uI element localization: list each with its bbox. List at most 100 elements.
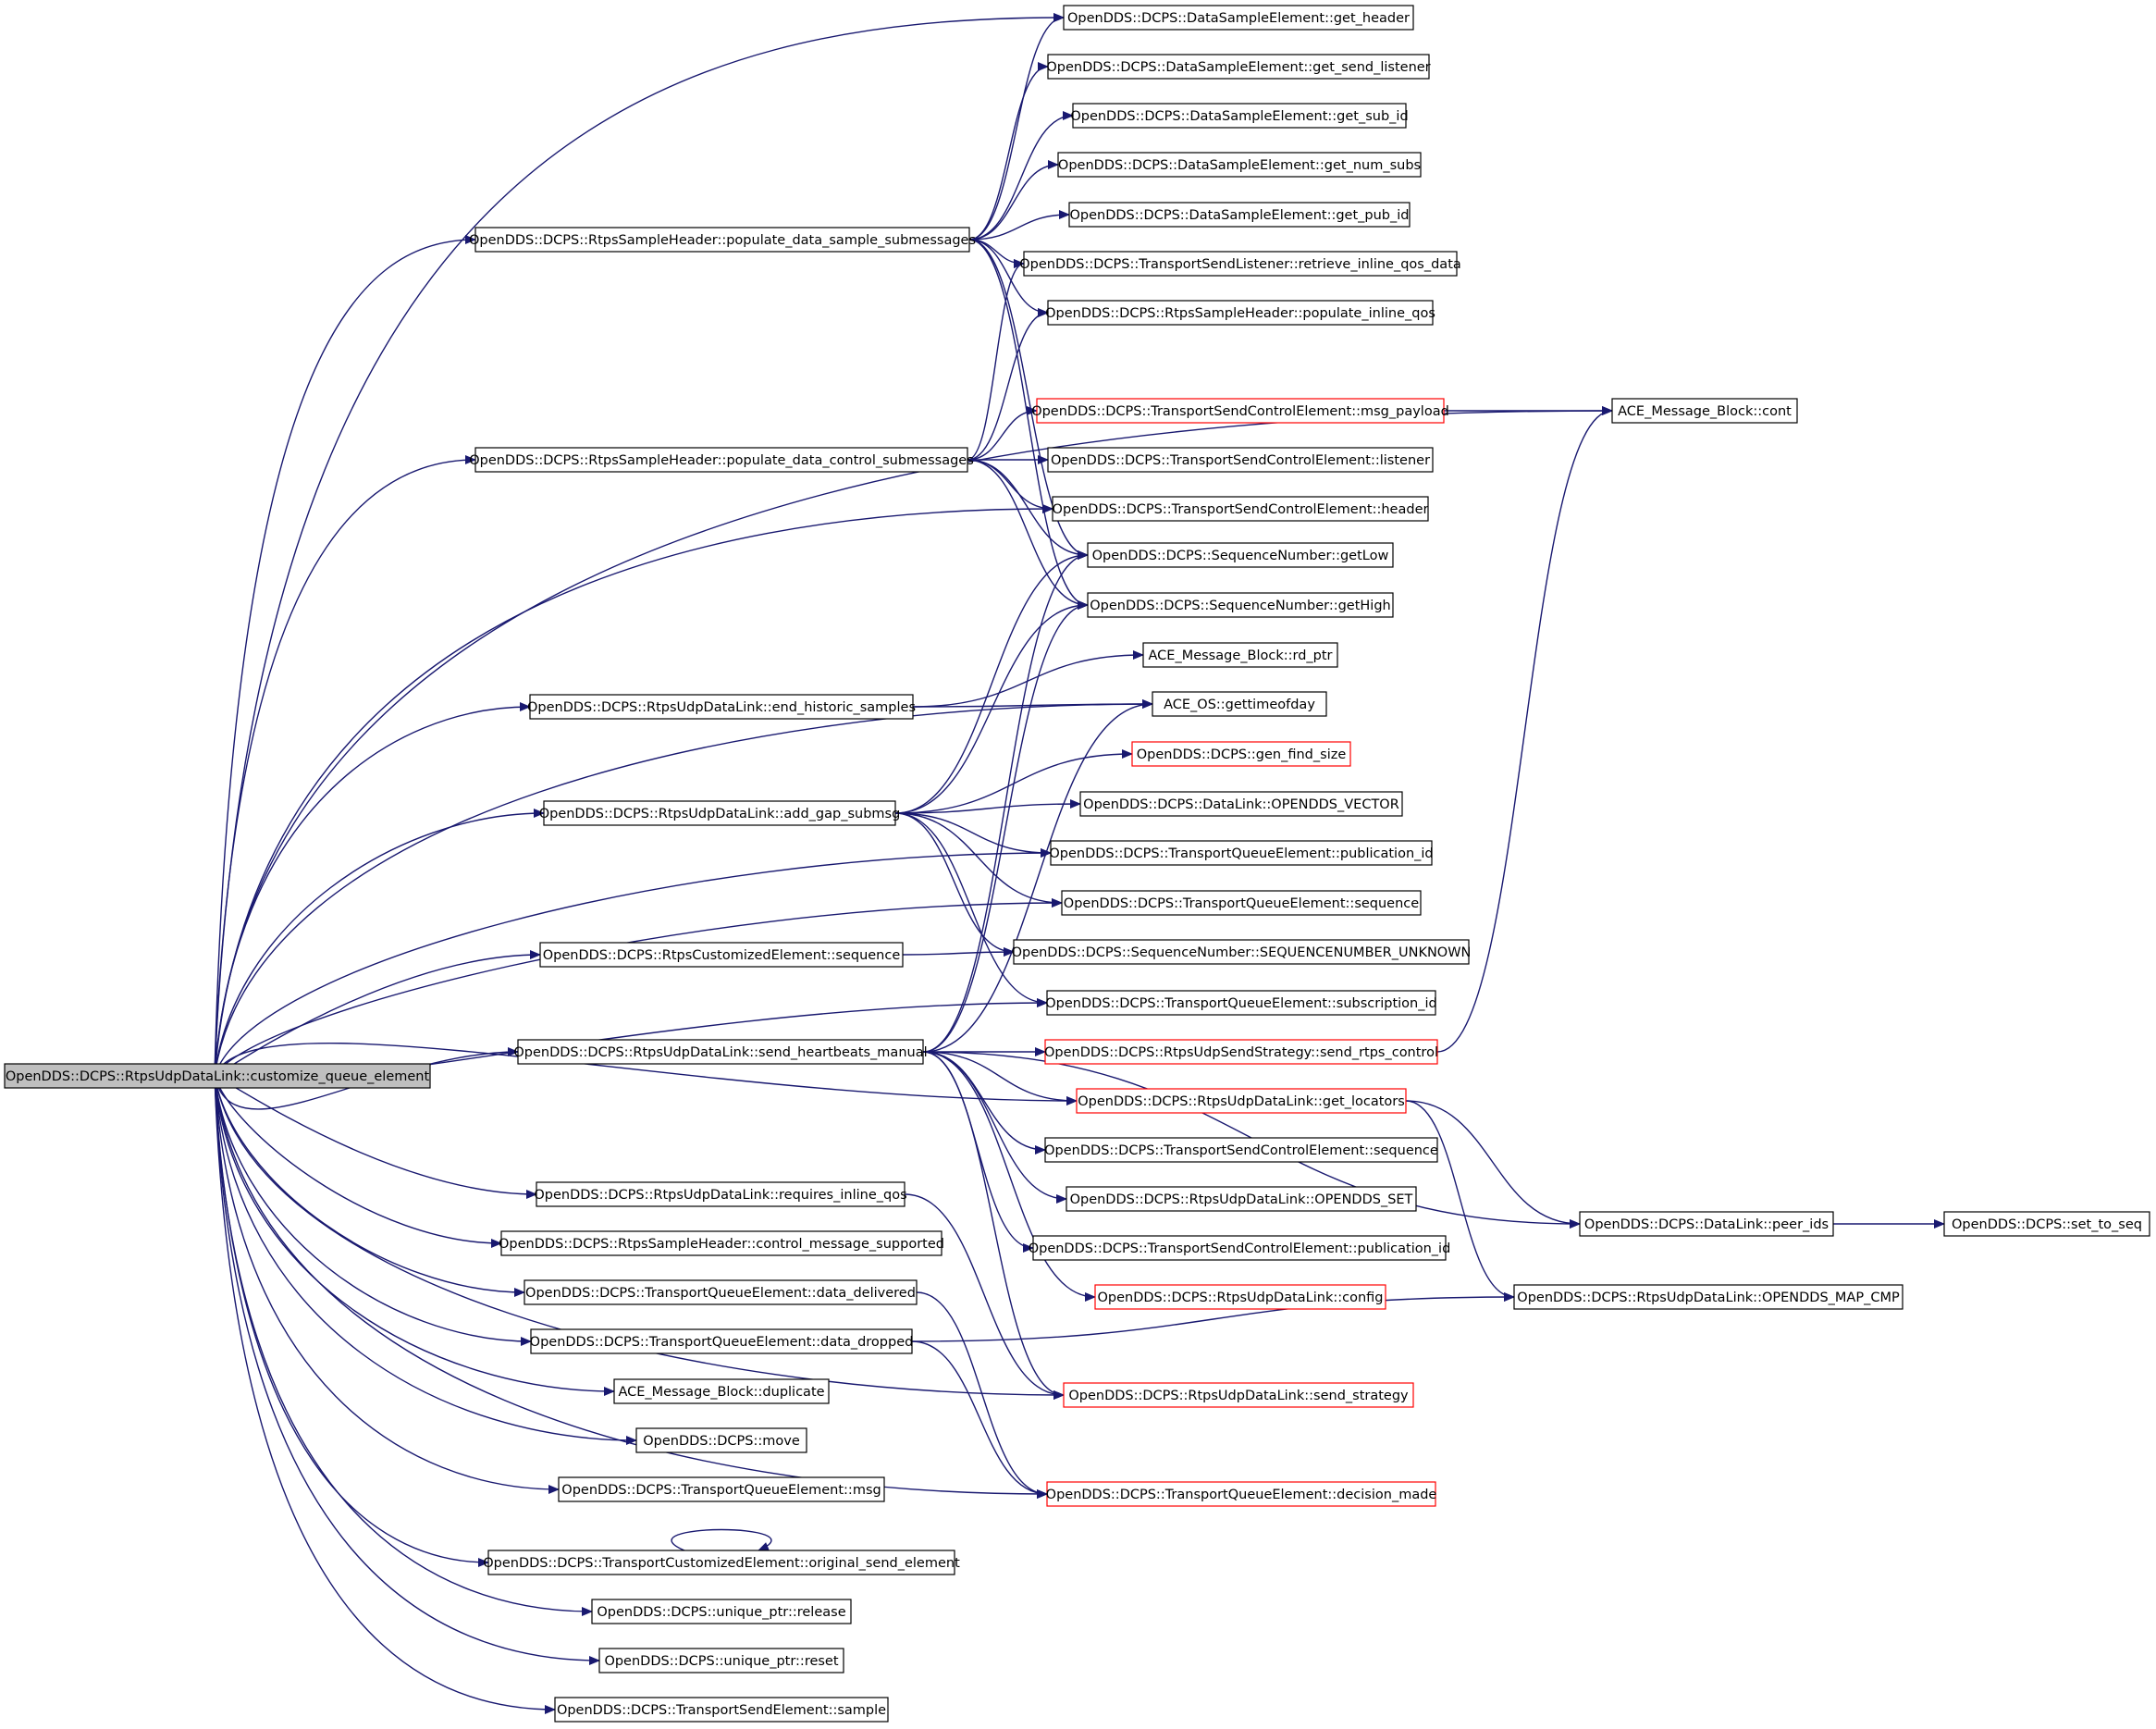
node-box [558,1476,885,1502]
node-ctrl_sup[interactable]: OpenDDS::DCPS::RtpsSampleHeader::control… [499,1230,944,1256]
node-tse_sample[interactable]: OpenDDS::DCPS::TransportSendElement::sam… [554,1697,889,1723]
node-label: OpenDDS::DCPS::DataSampleElement::get_he… [1067,11,1410,26]
node-label: OpenDDS::DCPS::RtpsUdpDataLink::OPENDDS_… [1517,1291,1900,1305]
edge-p_ctrl_sub-to-rsh_inl [967,308,1049,461]
node-layer: OpenDDS::DCPS::RtpsUdpDataLink::customiz… [4,5,2150,1723]
node-box [1131,741,1351,767]
node-tsce_pub[interactable]: OpenDDS::DCPS::TransportSendControlEleme… [1029,1235,1451,1261]
node-box [1047,54,1430,80]
edge-root-to-end_hist [214,702,531,1077]
node-set_seq[interactable]: OpenDDS::DCPS::set_to_seq [1943,1211,2150,1237]
node-label: OpenDDS::DCPS::gen_find_size [1137,747,1347,762]
node-label: OpenDDS::DCPS::RtpsUdpDataLink::config [1097,1291,1383,1305]
node-up_rel[interactable]: OpenDDS::DCPS::unique_ptr::release [591,1599,852,1624]
node-send_hb[interactable]: OpenDDS::DCPS::RtpsUdpDataLink::send_hea… [513,1039,928,1065]
node-box [530,1328,913,1354]
node-aceos_tod[interactable]: ACE_OS::gettimeofday [1152,691,1327,717]
node-box [524,1279,918,1305]
node-tqe_pubid[interactable]: OpenDDS::DCPS::TransportQueueElement::pu… [1049,840,1434,866]
node-dl_vec[interactable]: OpenDDS::DCPS::DataLink::OPENDDS_VECTOR [1079,791,1403,817]
node-label: OpenDDS::DCPS::SequenceNumber::SEQUENCEN… [1012,945,1472,960]
node-box [539,942,904,968]
node-rudl_loc[interactable]: OpenDDS::DCPS::RtpsUdpDataLink::get_loca… [1076,1088,1407,1114]
edge-send_hb-to-rudl_loc [922,1051,1078,1105]
node-gen_find[interactable]: OpenDDS::DCPS::gen_find_size [1131,741,1351,767]
node-amb_rd[interactable]: ACE_Message_Block::rd_ptr [1142,642,1338,668]
node-rudl_cfg[interactable]: OpenDDS::DCPS::RtpsUdpDataLink::config [1094,1284,1386,1310]
edge-root-to-aceos_tod [214,699,1153,1077]
node-label: OpenDDS::DCPS::RtpsSampleHeader::populat… [469,233,976,248]
node-rudl_ss[interactable]: OpenDDS::DCPS::RtpsUdpDataLink::send_str… [1063,1382,1414,1408]
node-dse_sub[interactable]: OpenDDS::DCPS::DataSampleElement::get_su… [1070,103,1409,129]
node-end_hist[interactable]: OpenDDS::DCPS::RtpsUdpDataLink::end_hist… [527,694,916,720]
node-sn_high[interactable]: OpenDDS::DCPS::SequenceNumber::getHigh [1087,592,1394,618]
node-dse_pub[interactable]: OpenDDS::DCPS::DataSampleElement::get_pu… [1068,202,1411,228]
node-label: OpenDDS::DCPS::DataSampleElement::get_nu… [1058,158,1421,173]
node-tsce_hdr[interactable]: OpenDDS::DCPS::TransportSendControlEleme… [1052,496,1429,522]
node-label: OpenDDS::DCPS::TransportQueueElement::pu… [1049,846,1433,861]
edge-root-to-tqe_pubid [214,848,1052,1077]
edge-p_ctrl_sub-to-tsl_ret [967,259,1025,461]
edge-root-to-tqe_seq [214,898,1063,1077]
node-tsl_ret[interactable]: OpenDDS::DCPS::TransportSendListener::re… [1019,251,1461,277]
node-label: OpenDDS::DCPS::TransportSendControlEleme… [1053,502,1429,517]
edge-root-to-tqe_deliv [214,1075,525,1297]
node-tce_orig[interactable]: OpenDDS::DCPS::TransportCustomizedElemen… [483,1550,960,1575]
node-tqe_dec[interactable]: OpenDDS::DCPS::TransportQueueElement::de… [1046,1481,1437,1507]
node-label: OpenDDS::DCPS::RtpsUdpSendStrategy::send… [1044,1045,1438,1060]
node-tsce_pay[interactable]: OpenDDS::DCPS::TransportSendControlEleme… [1031,398,1449,424]
node-box [4,1063,431,1089]
node-box [1047,447,1434,473]
node-label: OpenDDS::DCPS::RtpsSampleHeader::populat… [1045,306,1435,321]
node-label: OpenDDS::DCPS::unique_ptr::reset [604,1654,838,1669]
node-box [487,1550,955,1575]
node-rce_seq[interactable]: OpenDDS::DCPS::RtpsCustomizedElement::se… [539,942,904,968]
node-dse_lis[interactable]: OpenDDS::DCPS::DataSampleElement::get_se… [1046,54,1431,80]
node-dl_peer[interactable]: OpenDDS::DCPS::DataLink::peer_ids [1579,1211,1834,1237]
node-sn_low[interactable]: OpenDDS::DCPS::SequenceNumber::getLow [1087,542,1394,568]
node-up_reset[interactable]: OpenDDS::DCPS::unique_ptr::reset [598,1648,844,1673]
node-add_gap[interactable]: OpenDDS::DCPS::RtpsUdpDataLink::add_gap_… [539,800,901,826]
node-p_ctrl_sub[interactable]: OpenDDS::DCPS::RtpsSampleHeader::populat… [469,447,974,473]
node-tqe_seq[interactable]: OpenDDS::DCPS::TransportQueueElement::se… [1061,890,1422,916]
node-label: OpenDDS::DCPS::DataSampleElement::get_su… [1070,109,1408,124]
node-sn_unk[interactable]: OpenDDS::DCPS::SequenceNumber::SEQUENCEN… [1012,939,1472,965]
node-box [1057,152,1422,178]
node-move[interactable]: OpenDDS::DCPS::move [635,1427,807,1453]
edge-send_hb-to-rudl_ss [922,1051,1065,1400]
node-amb_dup[interactable]: ACE_Message_Block::duplicate [613,1378,830,1404]
node-tsce_lis[interactable]: OpenDDS::DCPS::TransportSendControlEleme… [1047,447,1434,473]
node-req_qos[interactable]: OpenDDS::DCPS::RtpsUdpDataLink::requires… [534,1181,907,1207]
node-label: OpenDDS::DCPS::TransportQueueElement::se… [1064,896,1419,911]
node-dse_hdr[interactable]: OpenDDS::DCPS::DataSampleElement::get_he… [1063,5,1414,31]
node-box [543,800,896,826]
node-rudl_map[interactable]: OpenDDS::DCPS::RtpsUdpDataLink::OPENDDS_… [1513,1284,1903,1310]
node-label: OpenDDS::DCPS::RtpsUdpDataLink::add_gap_… [539,807,901,821]
node-rss_ctrl[interactable]: OpenDDS::DCPS::RtpsUdpSendStrategy::send… [1044,1039,1438,1065]
node-box [1036,398,1445,424]
node-amb_cont[interactable]: ACE_Message_Block::cont [1611,398,1798,424]
node-root[interactable]: OpenDDS::DCPS::RtpsUdpDataLink::customiz… [4,1063,431,1089]
node-tsce_seq[interactable]: OpenDDS::DCPS::TransportSendControlEleme… [1044,1137,1438,1163]
node-box [1094,1284,1386,1310]
node-box [1061,890,1422,916]
node-box [1046,990,1436,1016]
node-tqe_drop[interactable]: OpenDDS::DCPS::TransportQueueElement::da… [530,1328,914,1354]
node-tqe_deliv[interactable]: OpenDDS::DCPS::TransportQueueElement::da… [524,1279,918,1305]
node-p_data_sub[interactable]: OpenDDS::DCPS::RtpsSampleHeader::populat… [469,227,976,253]
node-rudl_set[interactable]: OpenDDS::DCPS::RtpsUdpDataLink::OPENDDS_… [1066,1186,1417,1212]
node-rsh_inl[interactable]: OpenDDS::DCPS::RtpsSampleHeader::populat… [1045,300,1435,326]
node-tqe_subid[interactable]: OpenDDS::DCPS::TransportQueueElement::su… [1045,990,1437,1016]
edge-p_data_sub-to-rsh_inl [968,239,1049,317]
node-box [536,1181,906,1207]
node-tqe_msg[interactable]: OpenDDS::DCPS::TransportQueueElement::ms… [558,1476,885,1502]
edge-root-to-up_reset [214,1075,600,1665]
edge-send_hb-to-sn_high [922,600,1089,1053]
edge-layer [214,13,1945,1714]
node-box [1052,496,1429,522]
edge-tce_orig-to-tce_orig [671,1528,772,1551]
node-dse_num[interactable]: OpenDDS::DCPS::DataSampleElement::get_nu… [1057,152,1422,178]
node-box [1032,1235,1447,1261]
edge-p_ctrl_sub-to-tsce_hdr [967,459,1053,513]
